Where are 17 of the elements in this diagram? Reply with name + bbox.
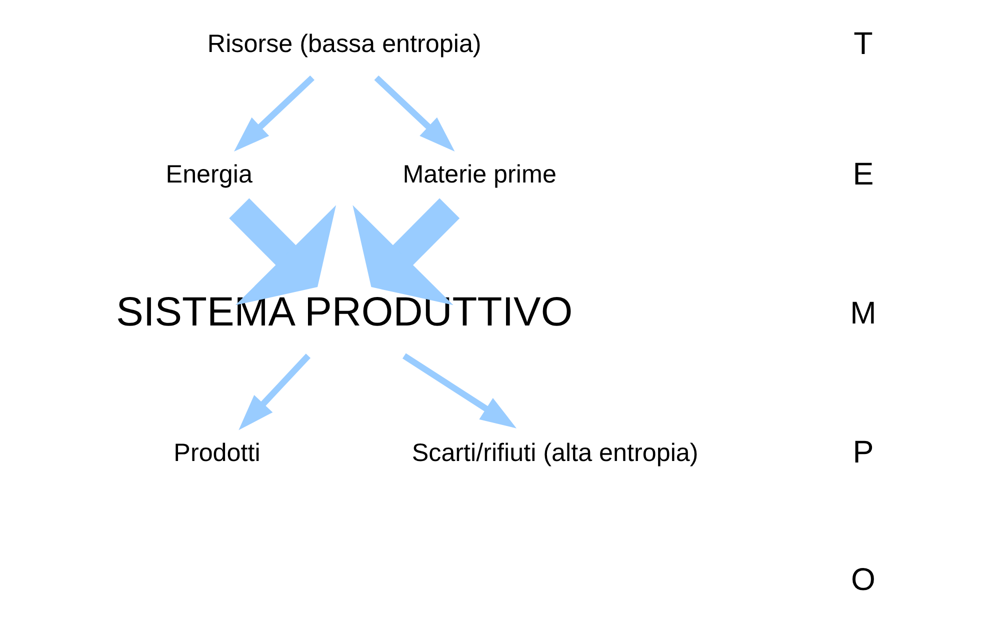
arrow <box>229 198 336 306</box>
node-text: Prodotti <box>174 438 260 467</box>
label: M <box>850 296 876 331</box>
node-text: Scarti/rifiuti (alta entropia) <box>412 438 698 467</box>
arrow <box>374 75 455 152</box>
label: E <box>852 156 874 192</box>
arrow <box>238 354 311 430</box>
node-text: Energia <box>166 160 252 188</box>
node-text: Materie prime <box>402 160 556 188</box>
node-text: SISTEMA PRODUTTIVO <box>116 288 573 335</box>
label: O <box>851 562 876 598</box>
arrow <box>402 353 517 428</box>
arrow <box>234 75 314 152</box>
node-text: Risorse (bassa entropia) <box>207 30 482 58</box>
arrow <box>352 198 460 306</box>
label: T <box>854 26 873 61</box>
label: P <box>852 434 874 470</box>
